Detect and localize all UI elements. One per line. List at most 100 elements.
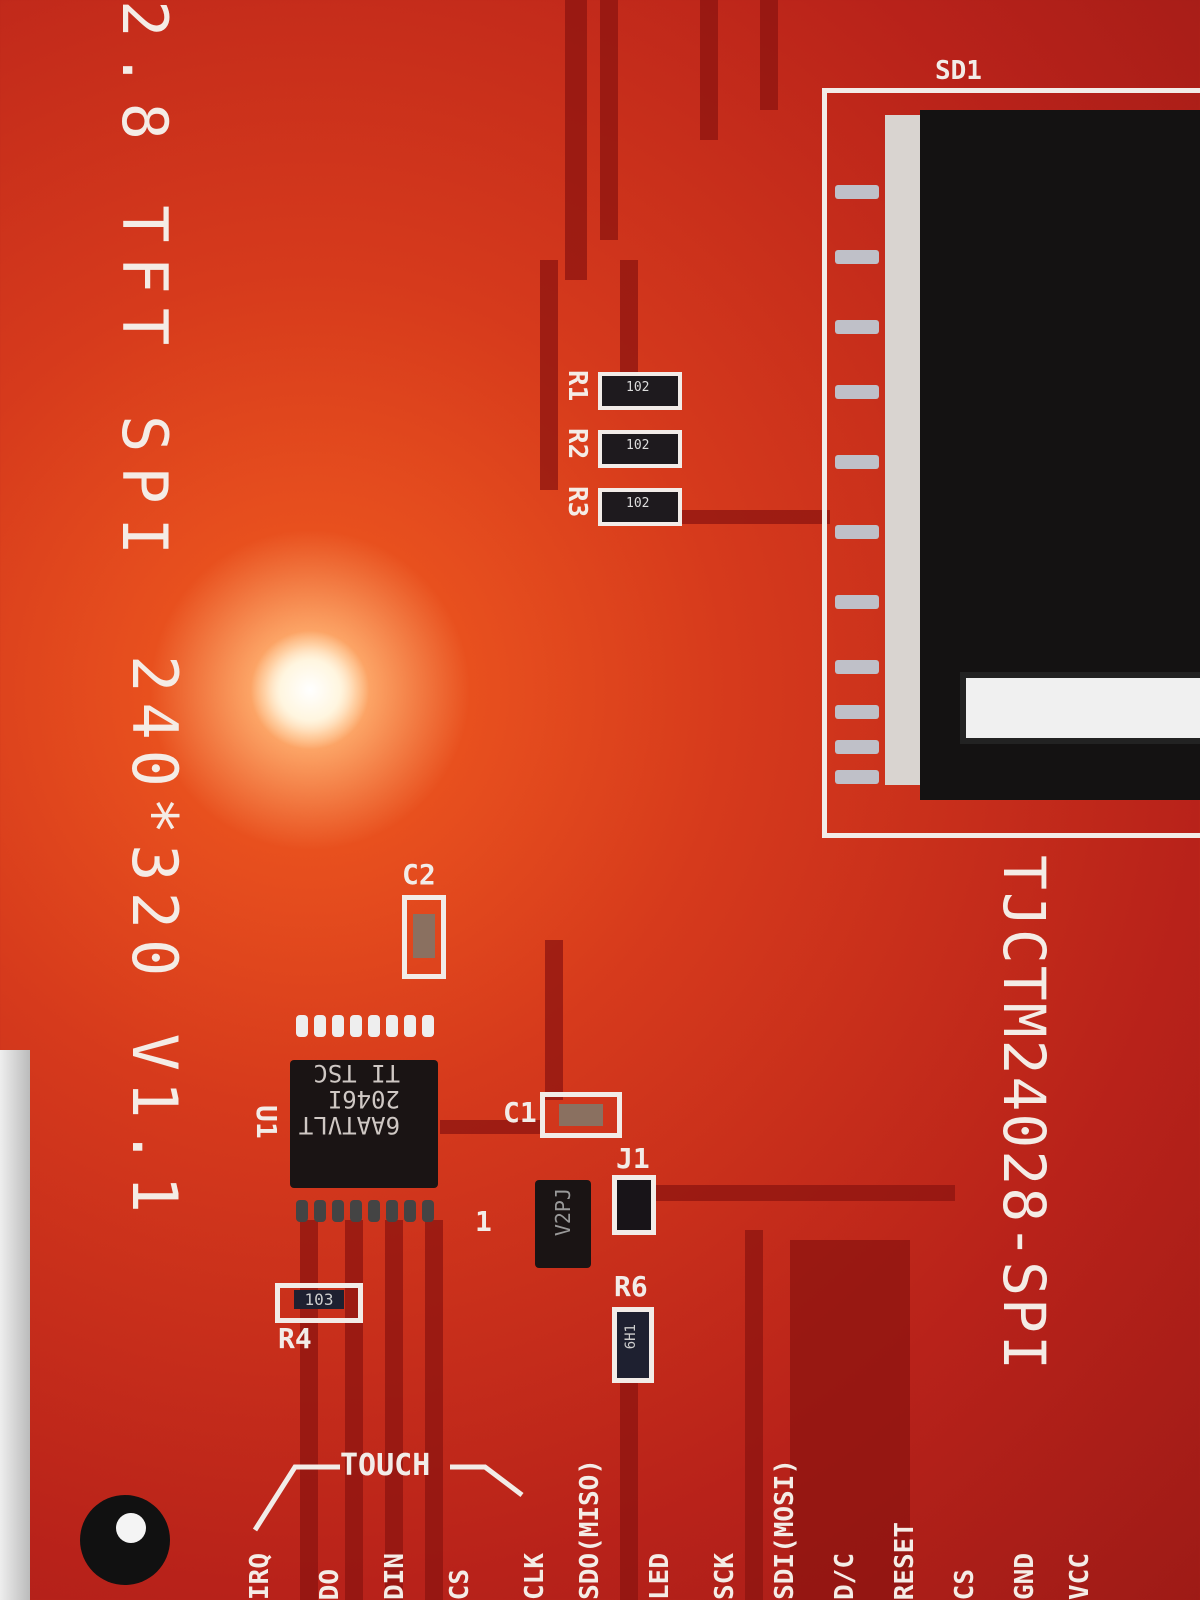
trace — [300, 1220, 318, 1600]
ref-c2: C2 — [402, 858, 436, 891]
resistor-r4: 103 — [275, 1283, 363, 1323]
chip-marking: V2PJ — [551, 1188, 575, 1237]
sd-pin — [835, 320, 879, 334]
trace — [790, 1240, 910, 1600]
pin-label: SDI(MOSI) — [770, 1459, 800, 1600]
sd-slot-outline — [822, 88, 1200, 838]
trace — [600, 0, 618, 240]
chip-pin — [368, 1200, 380, 1222]
capacitor-c2 — [402, 895, 446, 979]
display-edge — [0, 1050, 30, 1600]
chip-pin — [296, 1200, 308, 1222]
ref-q1: 1 — [475, 1205, 492, 1238]
trace — [345, 1220, 363, 1600]
jumper-j1[interactable] — [612, 1175, 656, 1235]
trace — [760, 0, 778, 110]
mounting-hole — [80, 1495, 170, 1585]
chip-pin — [332, 1015, 344, 1037]
chip-marking: 2046I — [327, 1085, 400, 1113]
sd-pin — [835, 185, 879, 199]
chip-pin — [350, 1200, 362, 1222]
ref-j1: J1 — [616, 1142, 650, 1175]
chip-pin — [386, 1200, 398, 1222]
chip-marking: 6AATVLT — [298, 1111, 400, 1139]
chip-pin — [368, 1015, 380, 1037]
chip-pin — [314, 1200, 326, 1222]
trace — [540, 260, 558, 490]
chip-pin — [422, 1015, 434, 1037]
pin-label: CS — [445, 1568, 475, 1600]
pin-label: CLK — [520, 1553, 550, 1600]
chip-pin — [422, 1200, 434, 1222]
touch-bracket — [252, 1464, 524, 1532]
capacitor-c1 — [540, 1092, 622, 1138]
chip-pin — [404, 1200, 416, 1222]
trace — [745, 1230, 763, 1600]
sd-pin — [835, 385, 879, 399]
pin-label: CS — [950, 1568, 980, 1600]
sd-pin — [835, 455, 879, 469]
resistor-code: 102 — [626, 380, 650, 395]
resistor-code: 6H1 — [623, 1324, 639, 1350]
sd-pin — [835, 770, 879, 784]
pin-label: RESET — [890, 1521, 920, 1600]
board-title-interface: SPI — [108, 415, 181, 569]
resistor-r6: 6H1 — [612, 1307, 654, 1383]
sd-card-slot — [885, 115, 925, 785]
chip-marking: TI TSC — [313, 1059, 400, 1087]
light-glare — [250, 630, 370, 750]
transistor-q1: V2PJ — [535, 1180, 591, 1268]
resistor-r2: 102 — [598, 430, 682, 468]
pin-label: VCC — [1065, 1553, 1095, 1600]
board-model: TJCTM24028-SPI — [990, 855, 1058, 1372]
chip-pin — [314, 1015, 326, 1037]
resistor-code: 102 — [626, 438, 650, 453]
ref-r4: R4 — [278, 1322, 312, 1355]
pin-label: GND — [1010, 1553, 1040, 1600]
pin-label: LED — [645, 1553, 675, 1600]
board-title-resolution: 240*320 V1.1 — [118, 655, 191, 1223]
touch-controller-chip-u1: 6AATVLT 2046I TI TSC — [290, 1059, 438, 1188]
resistor-code: 102 — [626, 496, 650, 511]
ref-c1: C1 — [503, 1096, 537, 1129]
chip-pin — [296, 1015, 308, 1037]
pin-label: SDO(MISO) — [575, 1459, 605, 1600]
sd-pin — [835, 705, 879, 719]
resistor-r3: 102 — [598, 488, 682, 526]
board-title-size: 2.8 TFT — [108, 0, 181, 360]
trace — [620, 260, 638, 380]
pin-label: DIN — [380, 1553, 410, 1600]
trace — [425, 1220, 443, 1600]
ref-u1: U1 — [250, 1105, 283, 1139]
pin-label: IRQ — [245, 1553, 275, 1600]
pin-label: SCK — [710, 1553, 740, 1600]
ref-r6: R6 — [614, 1270, 648, 1303]
sd-pin — [835, 660, 879, 674]
ref-r3: R3 — [562, 486, 592, 518]
sd-label: SD1 — [935, 56, 982, 86]
touch-group-label: TOUCH — [340, 1448, 431, 1483]
trace — [655, 1185, 955, 1201]
pin-label: D/C — [830, 1553, 860, 1600]
ref-r2: R2 — [562, 428, 592, 460]
chip-pin — [332, 1200, 344, 1222]
pin-label: DO — [315, 1568, 345, 1600]
trace — [620, 1380, 638, 1600]
trace — [385, 1220, 403, 1600]
chip-pin — [404, 1015, 416, 1037]
chip-pin — [350, 1015, 362, 1037]
trace — [440, 1120, 540, 1134]
trace — [680, 510, 830, 524]
sd-pin — [835, 250, 879, 264]
trace — [565, 0, 587, 280]
resistor-r1: 102 — [598, 372, 682, 410]
sd-pin — [835, 595, 879, 609]
resistor-code: 103 — [294, 1290, 344, 1309]
trace — [545, 940, 563, 1100]
trace — [700, 0, 718, 140]
chip-pin — [386, 1015, 398, 1037]
ref-r1: R1 — [562, 370, 592, 402]
sd-pin — [835, 525, 879, 539]
sd-pin — [835, 740, 879, 754]
sd-card-latch — [960, 672, 1200, 744]
